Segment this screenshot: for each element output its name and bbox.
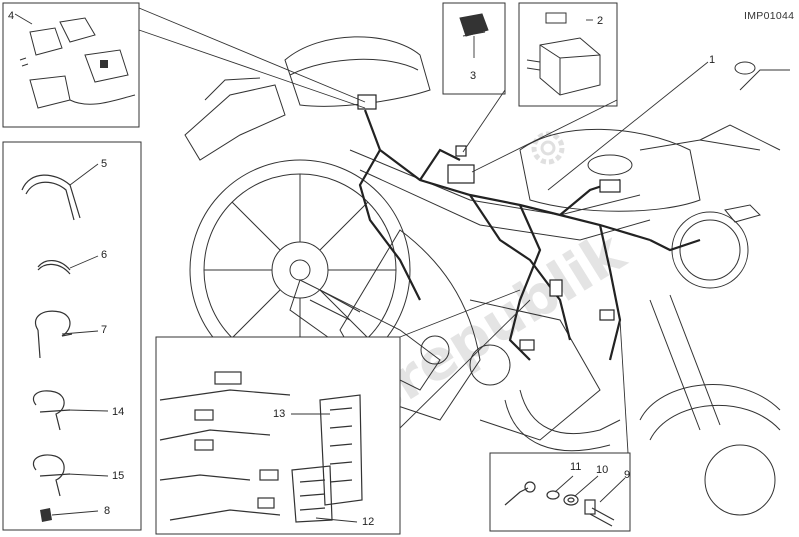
callout-10: 10 [596, 464, 608, 476]
callout-labels: 1 2 3 4 5 6 7 8 9 10 11 12 13 14 15 [8, 10, 715, 528]
callout-4: 4 [8, 10, 14, 22]
inset-fuse-box [518, 2, 618, 107]
callout-7: 7 [101, 324, 107, 336]
callout-11: 11 [570, 461, 581, 473]
inset-clamps [2, 141, 142, 531]
inset-relays [2, 2, 140, 128]
callout-2: 2 [597, 15, 603, 27]
callout-13: 13 [273, 408, 285, 420]
motorcycle-illustration [184, 36, 790, 516]
callout-3: 3 [470, 70, 476, 82]
callout-12: 12 [362, 516, 374, 528]
inset-ground-terminal [489, 452, 631, 532]
callout-6: 6 [101, 249, 107, 261]
leader-lines [14, 7, 709, 523]
inset-harness-detail [155, 336, 401, 535]
drawing-code: IMP01044 [744, 10, 794, 22]
wiring-harness [358, 109, 701, 361]
callout-1: 1 [709, 54, 715, 66]
watermark-gear-icon [531, 131, 565, 165]
harness-connectors [357, 94, 621, 351]
callout-8: 8 [104, 505, 110, 517]
callout-14: 14 [112, 406, 124, 418]
callout-15: 15 [112, 470, 124, 482]
callout-9: 9 [624, 469, 630, 481]
callout-5: 5 [101, 158, 107, 170]
